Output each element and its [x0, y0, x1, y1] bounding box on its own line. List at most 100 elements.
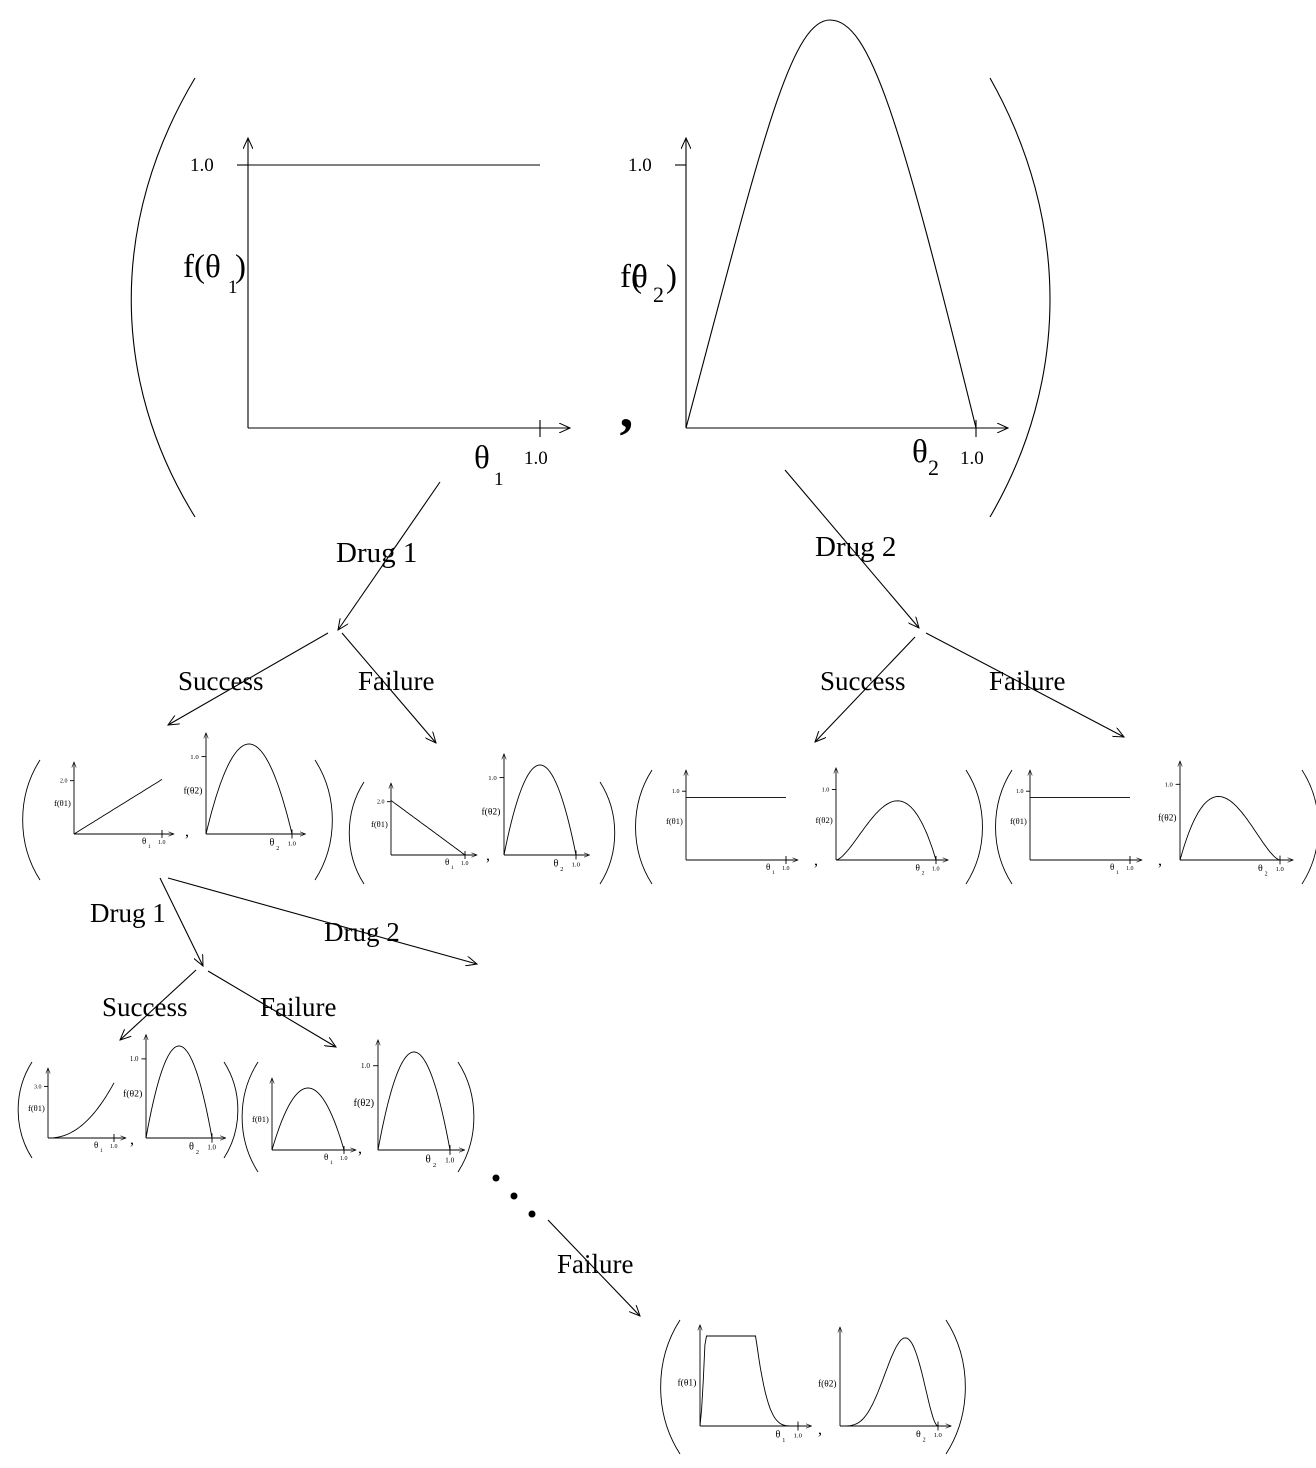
- right-paren: [314, 759, 333, 881]
- x-axis-subscript: 1: [330, 1160, 333, 1166]
- x-tick-label: 1.0: [445, 1155, 455, 1164]
- y-tick-label: 1.0: [822, 788, 830, 794]
- arrow-drug1: [338, 481, 441, 630]
- arrow-drug2-failure: [925, 632, 1124, 737]
- y-axis-label: f(θ1): [1010, 816, 1027, 826]
- density-curve: [205, 743, 293, 835]
- y-axis-label: f(θ2): [816, 815, 833, 825]
- y-tick-label: 1.0: [130, 1056, 139, 1063]
- x-axis-label: θ: [1110, 862, 1114, 872]
- x-axis-label: θ: [474, 440, 490, 476]
- root-theta1-plot: 1.0 1.0 f(θ 1 ) θ 1: [183, 138, 570, 490]
- x-tick-label: 1.0: [794, 1432, 803, 1439]
- y-tick-label: 1.0: [361, 1061, 371, 1070]
- x-axis-subscript: 1: [100, 1148, 103, 1154]
- density-curve: [145, 1045, 213, 1139]
- y-tick-label: 1.0: [488, 775, 497, 782]
- right-paren: [457, 1061, 475, 1173]
- left-paren: [660, 1319, 681, 1455]
- density-plot: 2.0 1.0 θ1 f(θ1): [54, 762, 174, 850]
- x-axis-label: θ: [766, 862, 770, 872]
- x-tick-label: 1.0: [288, 840, 297, 847]
- right-paren: [223, 1061, 239, 1159]
- y-tick-label: 1.0: [628, 155, 652, 176]
- y-tick-label: 2.0: [377, 800, 385, 806]
- right-paren: [1301, 769, 1316, 885]
- x-axis-label: θ: [270, 837, 275, 848]
- y-tick-label: 1.0: [1016, 789, 1024, 795]
- arrow-drug2: [784, 469, 919, 628]
- ellipsis-dots: [492, 1174, 536, 1218]
- x-tick-label: 1.0: [1126, 866, 1134, 872]
- density-curve: [377, 1051, 451, 1151]
- x-tick-label: 1.0: [207, 1145, 216, 1152]
- density-curve: [1179, 796, 1281, 861]
- density-curve: [835, 800, 937, 861]
- y-axis-label: f(θ2): [482, 807, 501, 818]
- x-tick-label: 1.0: [782, 866, 790, 872]
- x-tick-label: 1.0: [340, 1156, 348, 1162]
- root-theta2-plot: 1.0 1.0 f( θ 2 ) θ 2: [620, 19, 1008, 480]
- y-axis-label: f(θ1): [252, 1114, 269, 1124]
- svg-text:2: 2: [653, 282, 664, 307]
- x-axis-subscript: 2: [1265, 871, 1268, 877]
- y-tick-label: 1.0: [672, 789, 680, 795]
- y-axis-label: f(θ1): [371, 819, 388, 829]
- pair-comma: ,: [814, 852, 818, 869]
- density-plot: 1.0 1.0 θ1 f(θ1): [666, 770, 798, 876]
- x-axis-label: θ: [916, 1429, 921, 1440]
- x-tick-label: 1.0: [158, 840, 166, 846]
- x-axis-label: θ: [912, 434, 928, 470]
- y-axis-label: f(θ1): [54, 798, 71, 808]
- arrow-drug1-failure: [341, 632, 436, 743]
- arrow-second-drug2: [167, 877, 477, 964]
- y-tick-label: 2.0: [60, 779, 68, 785]
- y-axis-label: f(θ2): [354, 1098, 375, 1109]
- arrow-final-failure: [547, 1219, 640, 1316]
- y-axis-label: f(θ1): [666, 816, 683, 826]
- x-axis-subscript: 1: [782, 1437, 785, 1444]
- pair-comma: ,: [1158, 852, 1162, 869]
- x-axis-label: θ: [916, 862, 921, 872]
- beta-density-curve: [685, 19, 977, 429]
- left-paren: [241, 1061, 259, 1173]
- x-axis-label: θ: [142, 836, 146, 846]
- y-axis-label: f(θ1): [678, 1378, 697, 1389]
- x-axis-subscript: 2: [923, 1437, 926, 1443]
- density-curve: [48, 1082, 115, 1139]
- svg-text:1: 1: [228, 277, 238, 298]
- svg-text:θ: θ: [632, 259, 648, 295]
- svg-text:): ): [235, 249, 246, 285]
- y-axis-label: f(θ2): [1158, 812, 1176, 823]
- pair-comma: ,: [818, 1421, 822, 1438]
- density-curve: [840, 1337, 939, 1427]
- right-paren: [989, 77, 1051, 518]
- arrow-drug2-success: [815, 636, 916, 742]
- x-axis-subscript: 1: [772, 870, 775, 876]
- y-tick-label: 3.0: [34, 1084, 42, 1090]
- pair-comma: ,: [486, 847, 490, 864]
- x-axis-subscript: 1: [148, 844, 151, 850]
- y-tick-label: 1.0: [190, 155, 214, 176]
- x-axis-label: θ: [554, 858, 559, 869]
- left-paren: [995, 769, 1013, 885]
- arrow-second-drug1: [159, 877, 203, 966]
- label-failure: Failure: [557, 1249, 633, 1279]
- y-axis-label: f(θ1): [28, 1103, 45, 1113]
- density-curve: [271, 1087, 345, 1151]
- label-drug1: Drug 1: [90, 898, 166, 928]
- x-axis-subscript: 2: [560, 866, 563, 873]
- svg-text:1: 1: [494, 469, 504, 490]
- x-tick-label: 1.0: [1276, 866, 1285, 873]
- y-axis-label: f(: [620, 259, 642, 295]
